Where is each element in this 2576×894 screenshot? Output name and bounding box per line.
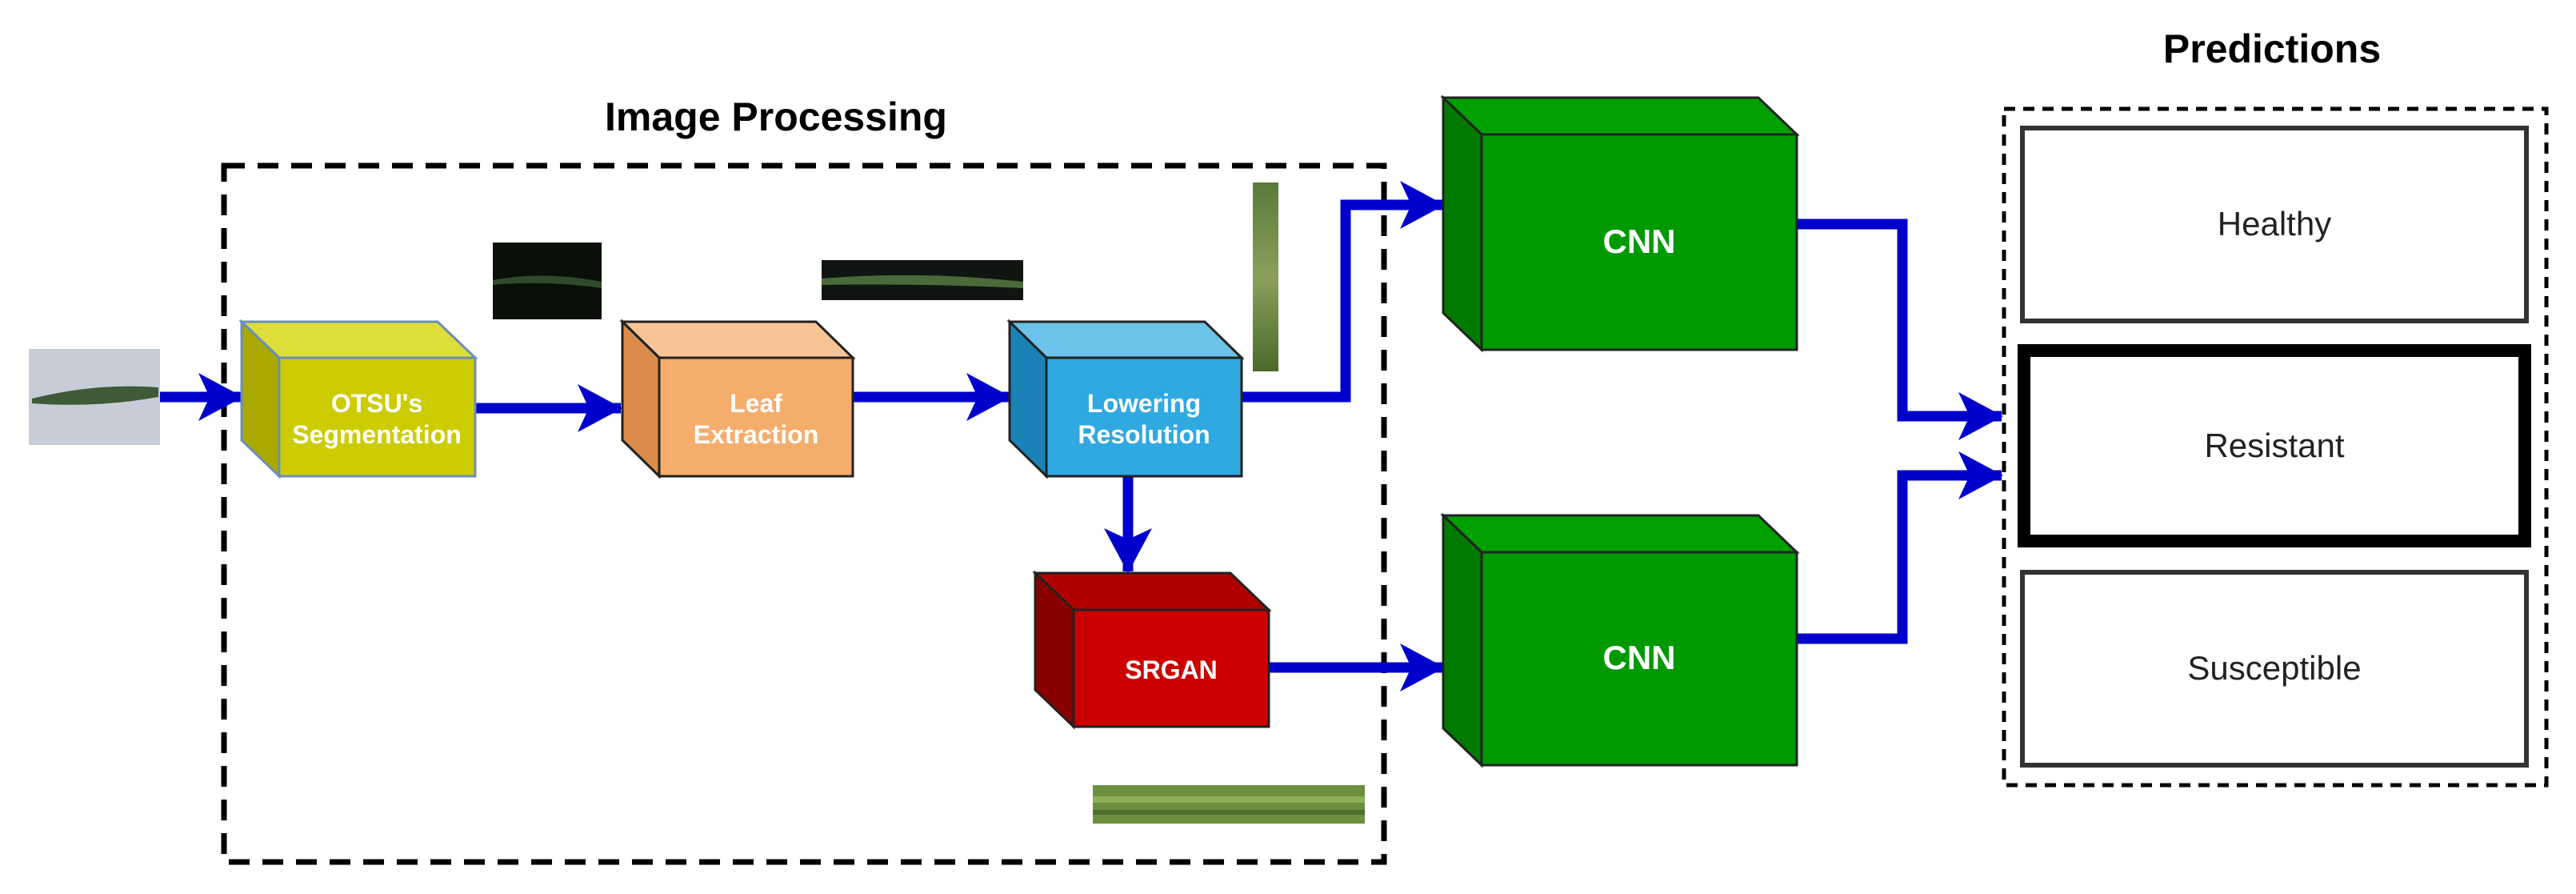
input-leaf-image xyxy=(29,349,160,445)
leaf-label-line1: Leaf xyxy=(730,389,782,418)
segmented-thumbnail-image xyxy=(493,243,602,319)
prediction-healthy-label: Healthy xyxy=(2218,205,2331,243)
srgan-label: SRGAN xyxy=(1125,655,1218,684)
cnn-top-block: CNN xyxy=(1440,94,1800,353)
lowering-label-line1: Lowering xyxy=(1087,389,1201,418)
cnn-bottom-label: CNN xyxy=(1603,639,1676,676)
leaf-label-line2: Extraction xyxy=(694,420,818,449)
arrow-cnn-bottom-to-predictions xyxy=(1797,451,2003,644)
arrow-lowering-to-cnn-top xyxy=(1242,181,1445,403)
image-processing-region xyxy=(221,162,1387,865)
cnn-bottom-block: CNN xyxy=(1440,512,1800,768)
prediction-resistant: Resistant xyxy=(2018,344,2531,547)
otsu-label-line2: Segmentation xyxy=(292,420,462,449)
prediction-resistant-label: Resistant xyxy=(2204,427,2344,464)
prediction-healthy: Healthy xyxy=(2020,126,2529,323)
predictions-title: Predictions xyxy=(2163,26,2381,71)
otsu-segmentation-block: OTSU's Segmentation xyxy=(238,319,478,479)
prediction-susceptible: Susceptible xyxy=(2020,570,2529,768)
lowering-label-line2: Resolution xyxy=(1078,420,1210,449)
predictions-region xyxy=(2002,106,2549,788)
prediction-susceptible-label: Susceptible xyxy=(2187,649,2361,687)
otsu-label-line1: OTSU's xyxy=(331,389,422,418)
extracted-leaf-thumbnail-image xyxy=(822,260,1023,300)
lowering-resolution-block: Lowering Resolution xyxy=(1006,319,1245,479)
srgan-block: SRGAN xyxy=(1032,570,1272,730)
super-resolution-thumbnail-image xyxy=(1093,785,1365,824)
low-resolution-thumbnail-image xyxy=(1253,182,1278,371)
arrows xyxy=(160,181,2003,692)
cnn-top-label: CNN xyxy=(1603,222,1676,260)
arrow-cnn-top-to-predictions xyxy=(1797,218,2003,440)
image-processing-title: Image Processing xyxy=(605,94,947,139)
leaf-extraction-block: Leaf Extraction xyxy=(619,319,856,479)
